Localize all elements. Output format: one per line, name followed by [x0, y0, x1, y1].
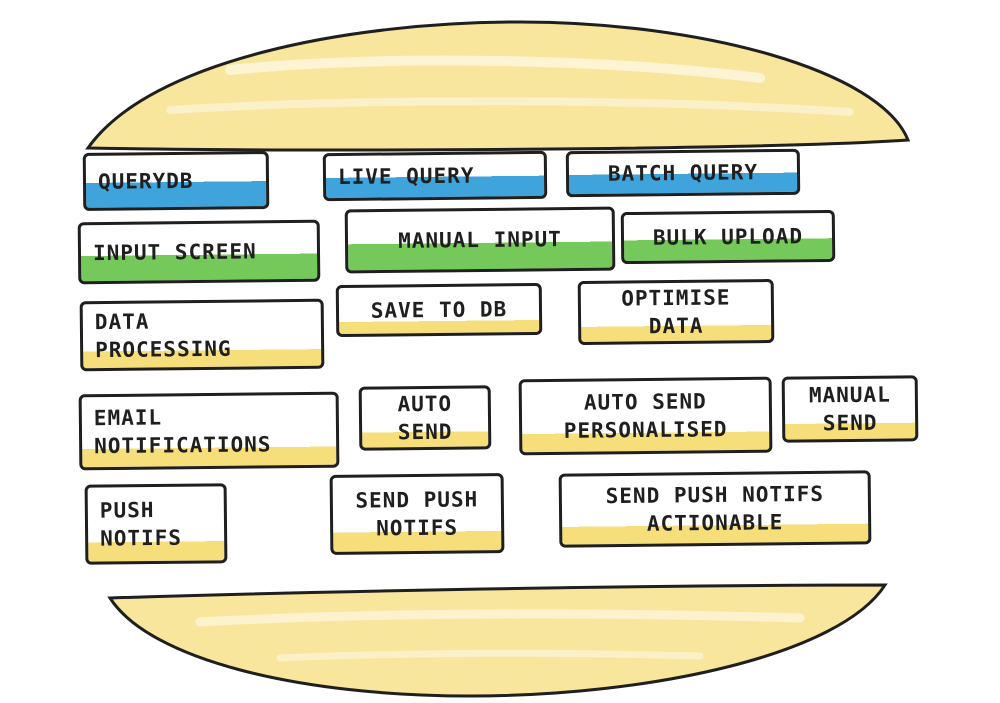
- top-bun-highlight: [225, 55, 765, 83]
- top-bun-highlight: [166, 97, 854, 116]
- card-manual-input: MANUAL INPUT: [344, 206, 616, 274]
- card-email-notifications: EMAIL NOTIFICATIONS: [78, 391, 340, 471]
- card-querydb: QUERYDB: [82, 151, 270, 211]
- card-data-processing: DATA PROCESSING: [79, 298, 325, 372]
- card-optimise-data: OPTIMISE DATA: [577, 278, 775, 346]
- card-live-query: LIVE QUERY: [322, 150, 548, 202]
- bottom-bun: [107, 583, 888, 698]
- card-send-push-notifs: SEND PUSH NOTIFS: [329, 473, 505, 555]
- card-send-push-notifs-actionable: SEND PUSH NOTIFS ACTIONABLE: [558, 470, 872, 548]
- card-push-notifs: PUSH NOTIFS: [84, 483, 228, 565]
- card-auto-send-personalised: AUTO SEND PERSONALISED: [518, 376, 773, 456]
- card-manual-send: MANUAL SEND: [781, 375, 919, 443]
- card-batch-query: BATCH QUERY: [565, 148, 801, 198]
- bottom-bun-highlight: [195, 609, 805, 627]
- card-save-to-db: SAVE TO DB: [335, 282, 543, 338]
- card-auto-send: AUTO SEND: [358, 385, 492, 451]
- card-bulk-upload: BULK UPLOAD: [620, 209, 836, 265]
- top-bun: [85, 20, 911, 152]
- card-input-screen: INPUT SCREEN: [77, 219, 321, 285]
- bottom-bun-highlight: [276, 649, 704, 662]
